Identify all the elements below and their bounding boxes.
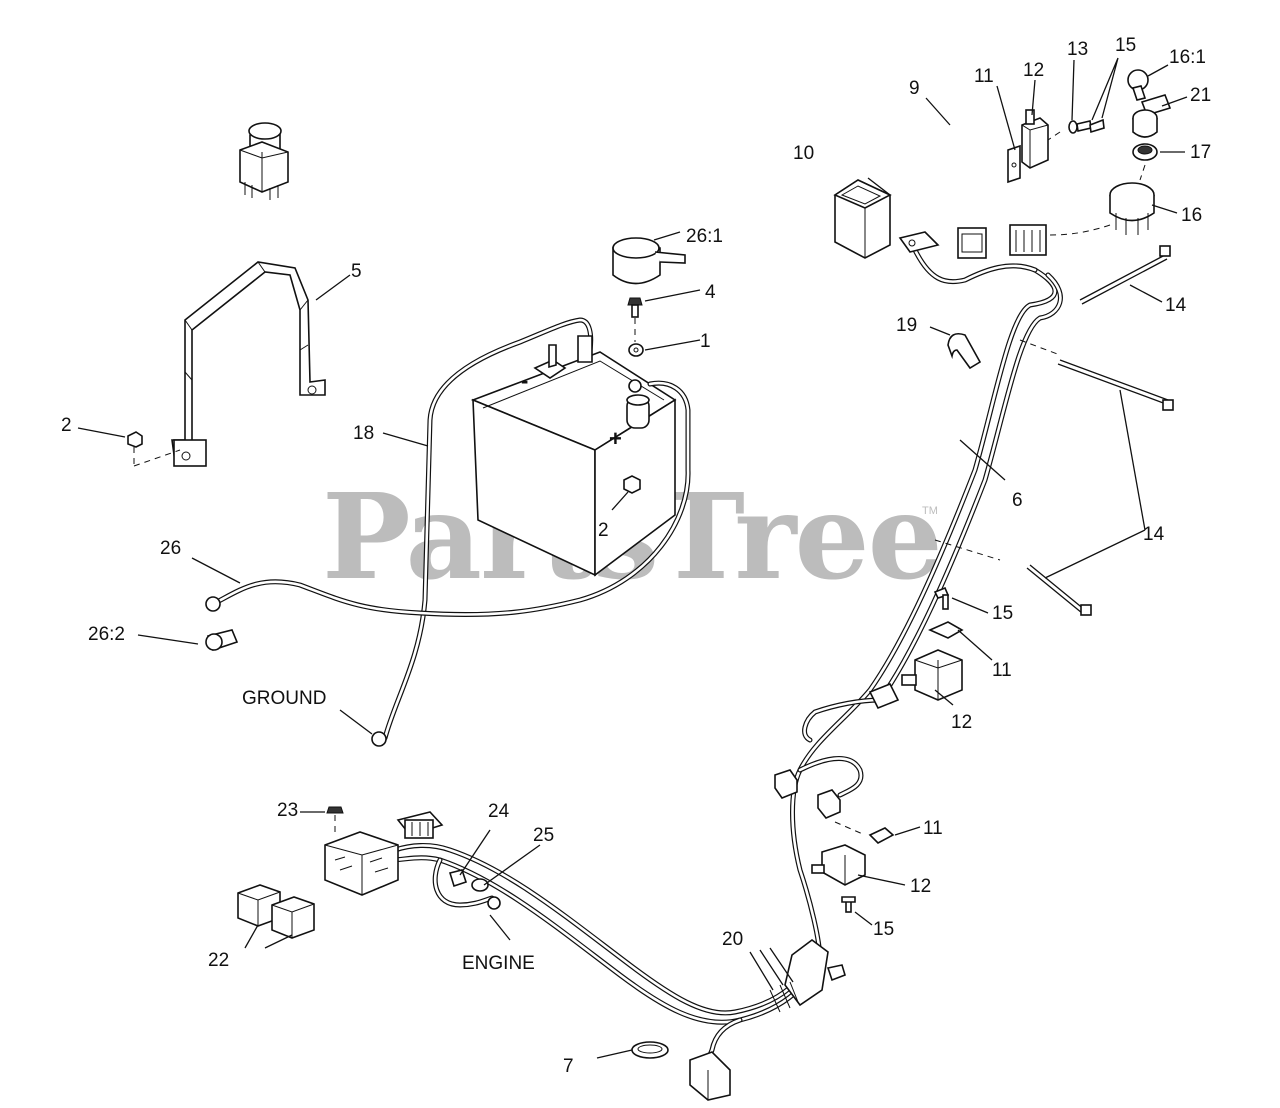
label-ground: GROUND bbox=[242, 688, 327, 709]
relays bbox=[237, 884, 315, 939]
callout-12-top: 12 bbox=[1023, 60, 1045, 81]
callout-26: 26 bbox=[160, 538, 182, 559]
callout-21: 21 bbox=[1190, 85, 1212, 106]
callout-16-1: 16:1 bbox=[1169, 47, 1206, 68]
ignition-switch-assembly bbox=[1045, 69, 1172, 236]
callout-22: 22 bbox=[208, 950, 230, 971]
callout-6: 6 bbox=[1012, 490, 1023, 511]
callout-12-mid: 12 bbox=[951, 712, 973, 733]
callout-13: 13 bbox=[1067, 39, 1089, 60]
cable-ties bbox=[934, 245, 1174, 616]
callout-20: 20 bbox=[722, 929, 744, 950]
battery-strap bbox=[171, 261, 326, 467]
nut-left bbox=[127, 431, 181, 467]
callout-7: 7 bbox=[563, 1056, 574, 1077]
callout-26-1: 26:1 bbox=[686, 226, 723, 247]
callout-16: 16 bbox=[1181, 205, 1203, 226]
battery bbox=[470, 344, 677, 577]
callout-10: 10 bbox=[793, 143, 815, 164]
battery-cables bbox=[205, 317, 691, 747]
callout-15-mid: 15 bbox=[992, 603, 1014, 624]
callout-11-mid: 11 bbox=[992, 660, 1012, 681]
callout-19: 19 bbox=[896, 315, 918, 336]
bolt-and-washer bbox=[627, 297, 644, 357]
callout-15-top: 15 bbox=[1115, 35, 1137, 56]
callout-26-2: 26:2 bbox=[88, 624, 125, 645]
callout-25: 25 bbox=[533, 825, 555, 846]
switch-12-lower bbox=[811, 789, 895, 913]
switch-12-top bbox=[1007, 109, 1105, 184]
bottom-connector bbox=[689, 1051, 731, 1101]
terminal-cover bbox=[612, 237, 686, 285]
callout-2-left: 2 bbox=[61, 415, 72, 436]
callout-24: 24 bbox=[488, 801, 510, 822]
callout-23: 23 bbox=[277, 800, 299, 821]
callout-2-battery: 2 bbox=[598, 520, 609, 541]
callout-15-lower: 15 bbox=[873, 919, 895, 940]
switch-10 bbox=[833, 179, 892, 259]
callout-14-mid: 14 bbox=[1143, 524, 1165, 545]
battery-negative-sign: - bbox=[521, 368, 529, 393]
relay-block bbox=[324, 806, 444, 896]
grommet bbox=[631, 1041, 669, 1059]
callout-5: 5 bbox=[351, 261, 362, 282]
callout-12-lower: 12 bbox=[910, 876, 932, 897]
switch-12-mid bbox=[868, 586, 964, 710]
harness-clamp bbox=[947, 332, 1061, 370]
callout-11-top: 11 bbox=[974, 66, 994, 87]
label-engine: ENGINE bbox=[462, 953, 535, 974]
callout-9: 9 bbox=[909, 78, 920, 99]
callout-18: 18 bbox=[353, 423, 375, 444]
battery-positive-sign: + bbox=[609, 426, 622, 451]
callout-14-top: 14 bbox=[1165, 295, 1187, 316]
watermark-trademark: TM bbox=[922, 505, 938, 517]
callout-17: 17 bbox=[1190, 142, 1212, 163]
switch-harness-connectors bbox=[898, 224, 1047, 259]
engine-ground bbox=[448, 869, 501, 910]
switch-9 bbox=[239, 122, 289, 200]
leader-lines bbox=[77, 57, 1188, 1059]
main-harness bbox=[387, 247, 1063, 1063]
callout-11-lower: 11 bbox=[923, 818, 943, 839]
harness-connectors-20 bbox=[769, 769, 846, 1013]
callout-1: 1 bbox=[700, 331, 711, 352]
callout-4: 4 bbox=[705, 282, 716, 303]
